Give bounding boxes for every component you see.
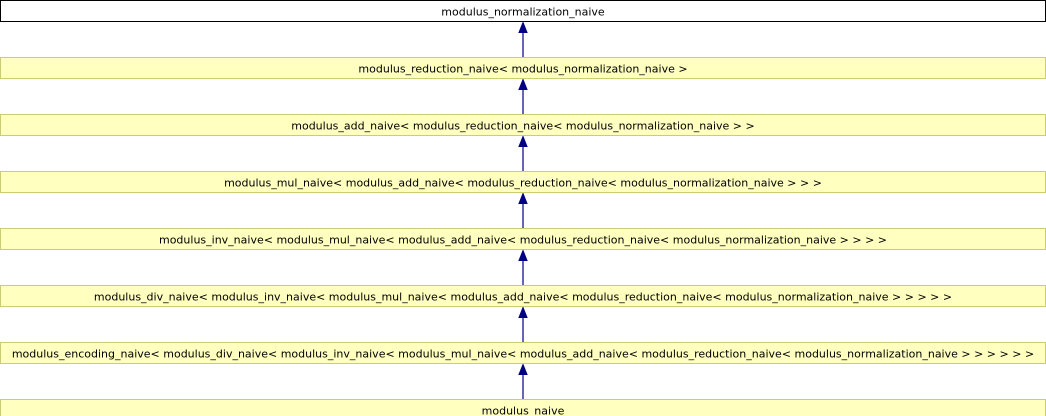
arrowhead-icon	[518, 192, 528, 204]
class-node-label[interactable]: modulus_naive	[482, 405, 565, 416]
class-node[interactable]: modulus_div_naive< modulus_inv_naive< mo…	[0, 285, 1046, 307]
arrowhead-icon	[518, 135, 528, 147]
arrowhead-icon	[518, 363, 528, 375]
class-node-label[interactable]: modulus_encoding_naive< modulus_div_naiv…	[12, 348, 1034, 361]
class-node[interactable]: modulus_reduction_naive< modulus_normali…	[0, 57, 1046, 79]
class-node[interactable]: modulus_add_naive< modulus_reduction_nai…	[0, 114, 1046, 136]
class-node-label[interactable]: modulus_reduction_naive< modulus_normali…	[358, 63, 687, 76]
class-node-label[interactable]: modulus_normalization_naive	[441, 6, 605, 19]
class-node[interactable]: modulus_encoding_naive< modulus_div_naiv…	[0, 342, 1046, 364]
class-node[interactable]: modulus_naive	[0, 399, 1046, 416]
edges-layer	[518, 21, 528, 400]
class-node[interactable]: modulus_normalization_naive	[0, 0, 1046, 22]
inheritance-edge	[518, 363, 528, 400]
arrowhead-icon	[518, 21, 528, 33]
inheritance-edge	[518, 135, 528, 172]
inheritance-edge	[518, 306, 528, 343]
class-node-label[interactable]: modulus_inv_naive< modulus_mul_naive< mo…	[159, 234, 887, 247]
inheritance-edge	[518, 249, 528, 286]
class-node[interactable]: modulus_inv_naive< modulus_mul_naive< mo…	[0, 228, 1046, 250]
class-node[interactable]: modulus_mul_naive< modulus_add_naive< mo…	[0, 171, 1046, 193]
arrowhead-icon	[518, 249, 528, 261]
inheritance-edge	[518, 21, 528, 58]
inheritance-edge	[518, 192, 528, 229]
class-node-label[interactable]: modulus_div_naive< modulus_inv_naive< mo…	[94, 291, 952, 304]
class-node-label[interactable]: modulus_add_naive< modulus_reduction_nai…	[291, 120, 754, 133]
arrowhead-icon	[518, 78, 528, 90]
class-node-label[interactable]: modulus_mul_naive< modulus_add_naive< mo…	[224, 177, 822, 190]
inheritance-edge	[518, 78, 528, 115]
arrowhead-icon	[518, 306, 528, 318]
